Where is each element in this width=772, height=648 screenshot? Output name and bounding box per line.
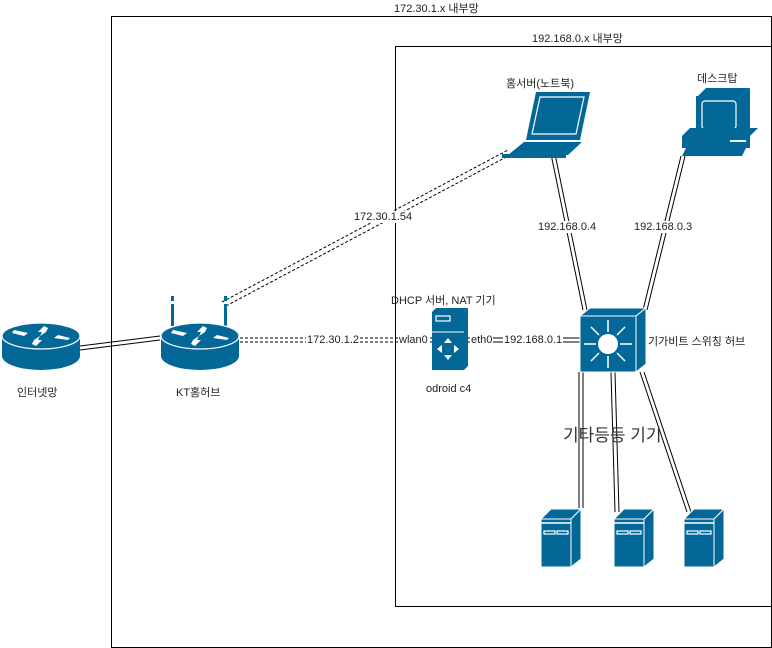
desktop-icon[interactable] <box>682 88 758 156</box>
router-icon[interactable] <box>1 322 81 370</box>
link-switch-server2 <box>610 371 620 513</box>
outer-zone-label: 172.30.1.x 내부망 <box>394 3 479 15</box>
link-label-172-30-1-2: 172.30.1.2 <box>306 334 360 346</box>
link-label-172-30-1-54: 172.30.1.54 <box>353 211 414 223</box>
laptop-icon[interactable] <box>502 92 590 158</box>
link-label-192-168-0-3: 192.168.0.3 <box>633 221 694 233</box>
link-kt-laptop-wifi <box>221 149 513 307</box>
switch-label: 기가비트 스위칭 허브 <box>648 336 746 348</box>
link-switch-server1 <box>578 372 584 508</box>
link-switch-desktop <box>642 155 686 311</box>
kt-hub-label: KT홈허브 <box>176 387 221 399</box>
others-label: 기타등등 기기 <box>563 426 662 445</box>
link-label-192-168-0-4: 192.168.0.4 <box>537 221 598 233</box>
wireless-router-icon[interactable] <box>160 296 240 370</box>
laptop-label: 홈서버(노트북) <box>506 78 575 90</box>
link-label-wlan0: wlan0 <box>398 334 429 346</box>
odroid-server-icon[interactable] <box>432 308 468 370</box>
server-icon-3[interactable] <box>683 508 724 567</box>
odroid-caption: DHCP 서버, NAT 기기 <box>391 295 496 307</box>
layer3-switch-icon[interactable] <box>578 306 648 374</box>
link-internet-kt <box>79 335 161 351</box>
link-label-eth0: eth0 <box>470 334 494 346</box>
link-label-192-168-0-1: 192.168.0.1 <box>503 334 564 346</box>
inner-zone-label: 192.168.0.x 내부망 <box>532 33 623 45</box>
internet-label: 인터넷망 <box>17 387 58 399</box>
server-icon-1[interactable] <box>540 508 581 567</box>
desktop-label: 데스크탑 <box>697 73 738 85</box>
link-switch-server3 <box>639 371 692 513</box>
odroid-label: odroid c4 <box>426 383 472 395</box>
server-icon-2[interactable] <box>613 508 654 567</box>
